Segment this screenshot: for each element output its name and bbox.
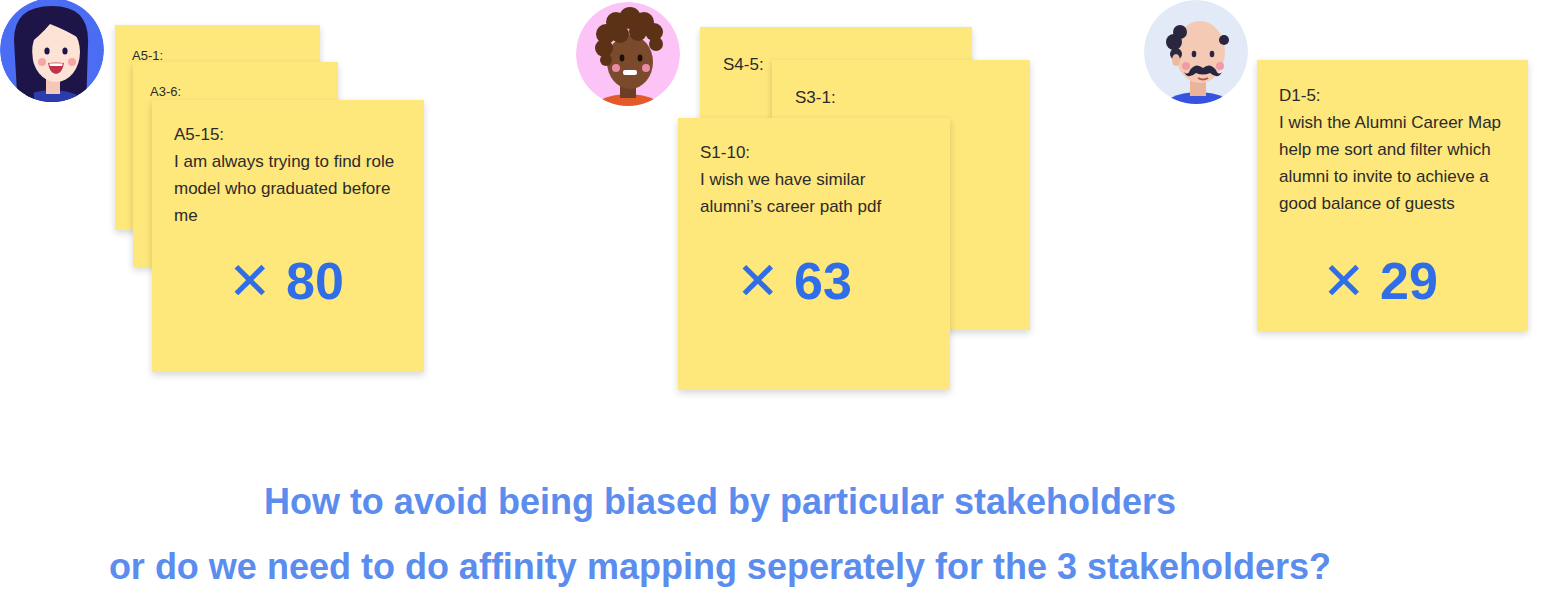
sticky-note: A5-15:I am always trying to find role mo… (152, 100, 424, 372)
shirt (1160, 92, 1236, 132)
count-multiplier: ✕ 80 (228, 255, 344, 307)
student-avatar (0, 0, 104, 134)
smile (623, 70, 637, 75)
note-quote: I am always trying to find role model wh… (174, 148, 402, 229)
eye (638, 55, 643, 62)
count-multiplier: ✕ 29 (1322, 255, 1438, 307)
mouth (1198, 78, 1208, 80)
question-text: or do we need to do affinity mapping sep… (0, 545, 1440, 589)
cheek (1182, 62, 1190, 70)
sticky-note: D1-5:I wish the Alumni Career Map help m… (1257, 60, 1528, 331)
shirt (590, 94, 666, 134)
eye (620, 55, 625, 62)
cheek (38, 58, 46, 66)
eye (44, 47, 49, 54)
bangs (26, 16, 82, 46)
alumni-avatar (576, 2, 680, 134)
shirt (12, 90, 92, 134)
note-id: A3-6: (150, 81, 321, 102)
avatar-ground (1144, 0, 1248, 104)
eye (62, 47, 67, 54)
note-quote: I wish we have similar alumni’s career p… (700, 166, 928, 220)
count-multiplier: ✕ 63 (736, 255, 852, 307)
staff-avatar (1144, 0, 1248, 132)
avatar-ground (576, 2, 680, 106)
cheek (1216, 62, 1224, 70)
note-id: S3-1: (795, 84, 1007, 111)
hair-side (24, 40, 34, 100)
note-id: S1-10: (700, 139, 928, 166)
note-id: D1-5: (1279, 82, 1506, 109)
cheek (68, 58, 76, 66)
ear (1172, 54, 1180, 66)
cheek (642, 64, 650, 72)
question-text: How to avoid being biased by particular … (0, 480, 1440, 524)
note-quote: I wish the Alumni Career Map help me sor… (1279, 109, 1506, 217)
sticky-note: S1-10:I wish we have similar alumni’s ca… (678, 118, 950, 390)
cheek (612, 64, 620, 72)
curly-hair (595, 7, 663, 66)
moustache (1184, 65, 1222, 76)
eye (1192, 51, 1197, 58)
mouth (48, 63, 64, 75)
teeth (49, 63, 63, 66)
eye (1210, 51, 1215, 58)
note-id: A5-15: (174, 121, 402, 148)
face (607, 35, 653, 89)
